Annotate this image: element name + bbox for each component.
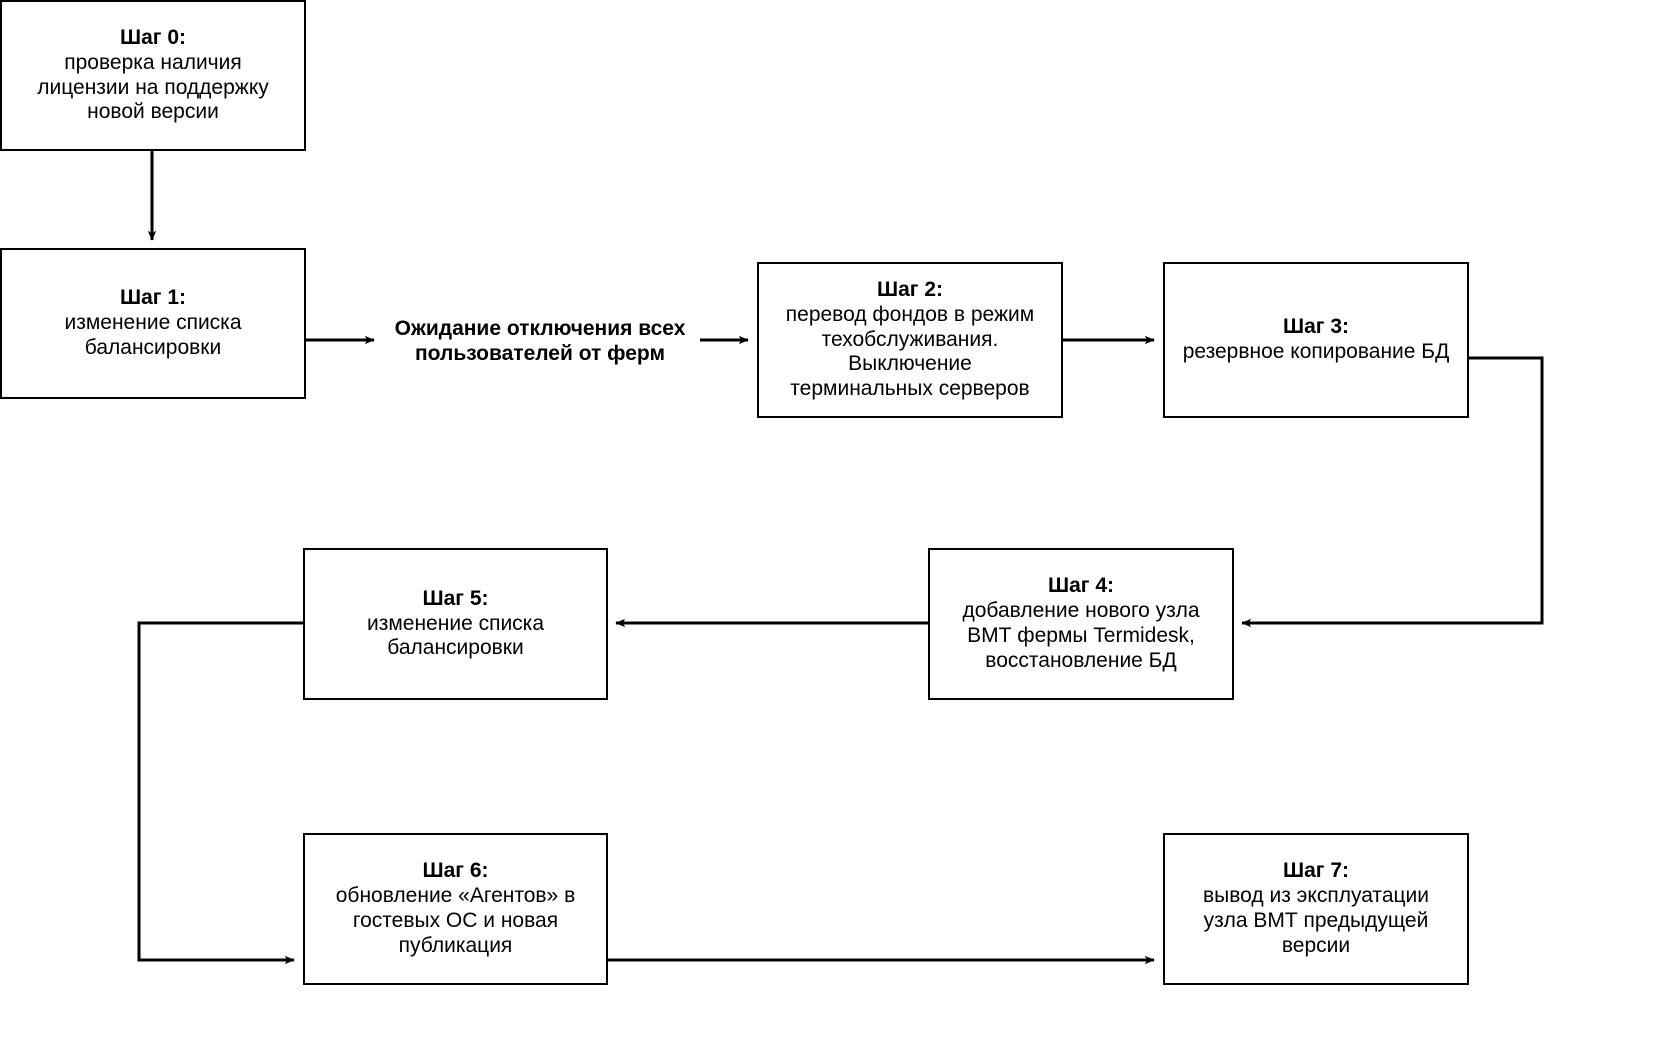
node-step-2-title: Шаг 2: bbox=[876, 278, 944, 302]
node-step-0-body: проверка наличия лицензии на поддержку н… bbox=[37, 50, 269, 124]
node-step-1-title: Шаг 1: bbox=[119, 286, 187, 310]
node-step-2[interactable]: Шаг 2: перевод фондов в режим техобслужи… bbox=[757, 262, 1063, 418]
node-step-6[interactable]: Шаг 6: обновление «Агентов» в гостевых О… bbox=[303, 833, 608, 985]
node-step-3-body: резервное копирование БД bbox=[1182, 340, 1450, 363]
node-step-5-title: Шаг 5: bbox=[422, 586, 489, 610]
node-step-4-body: добавление нового узла ВМТ фермы Termide… bbox=[962, 599, 1200, 672]
node-step-3[interactable]: Шаг 3: резервное копирование БД bbox=[1163, 262, 1469, 418]
node-step-4[interactable]: Шаг 4: добавление нового узла ВМТ фермы … bbox=[928, 548, 1234, 700]
node-step-7[interactable]: Шаг 7: вывод из эксплуатации узла ВМТ пр… bbox=[1163, 833, 1469, 985]
edge-step5-to-step6 bbox=[137, 621, 303, 965]
node-step-5-body: изменение списка балансировки bbox=[366, 611, 545, 660]
node-step-1-body: изменение списка балансировки bbox=[64, 311, 242, 359]
node-step-3-title: Шаг 3: bbox=[1282, 315, 1350, 339]
node-step-2-body: перевод фондов в режим техобслуживания. … bbox=[785, 302, 1035, 401]
node-step-4-title: Шаг 4: bbox=[1047, 574, 1115, 598]
node-step-7-body: вывод из эксплуатации узла ВМТ предыдуще… bbox=[1203, 884, 1429, 957]
node-step-0[interactable]: Шаг 0: проверка наличия лицензии на подд… bbox=[0, 0, 306, 151]
node-step-1[interactable]: Шаг 1: изменение списка балансировки bbox=[0, 248, 306, 399]
node-step-6-title: Шаг 6: bbox=[422, 859, 489, 883]
node-step-5[interactable]: Шаг 5: изменение списка балансировки bbox=[303, 548, 608, 700]
node-step-6-body: обновление «Агентов» в гостевых ОС и нов… bbox=[335, 884, 576, 957]
node-step-0-title: Шаг 0: bbox=[119, 25, 187, 49]
node-step-7-title: Шаг 7: bbox=[1282, 859, 1350, 883]
label-waiting-users-disconnect: Ожидание отключения всех пользователей о… bbox=[394, 316, 686, 365]
